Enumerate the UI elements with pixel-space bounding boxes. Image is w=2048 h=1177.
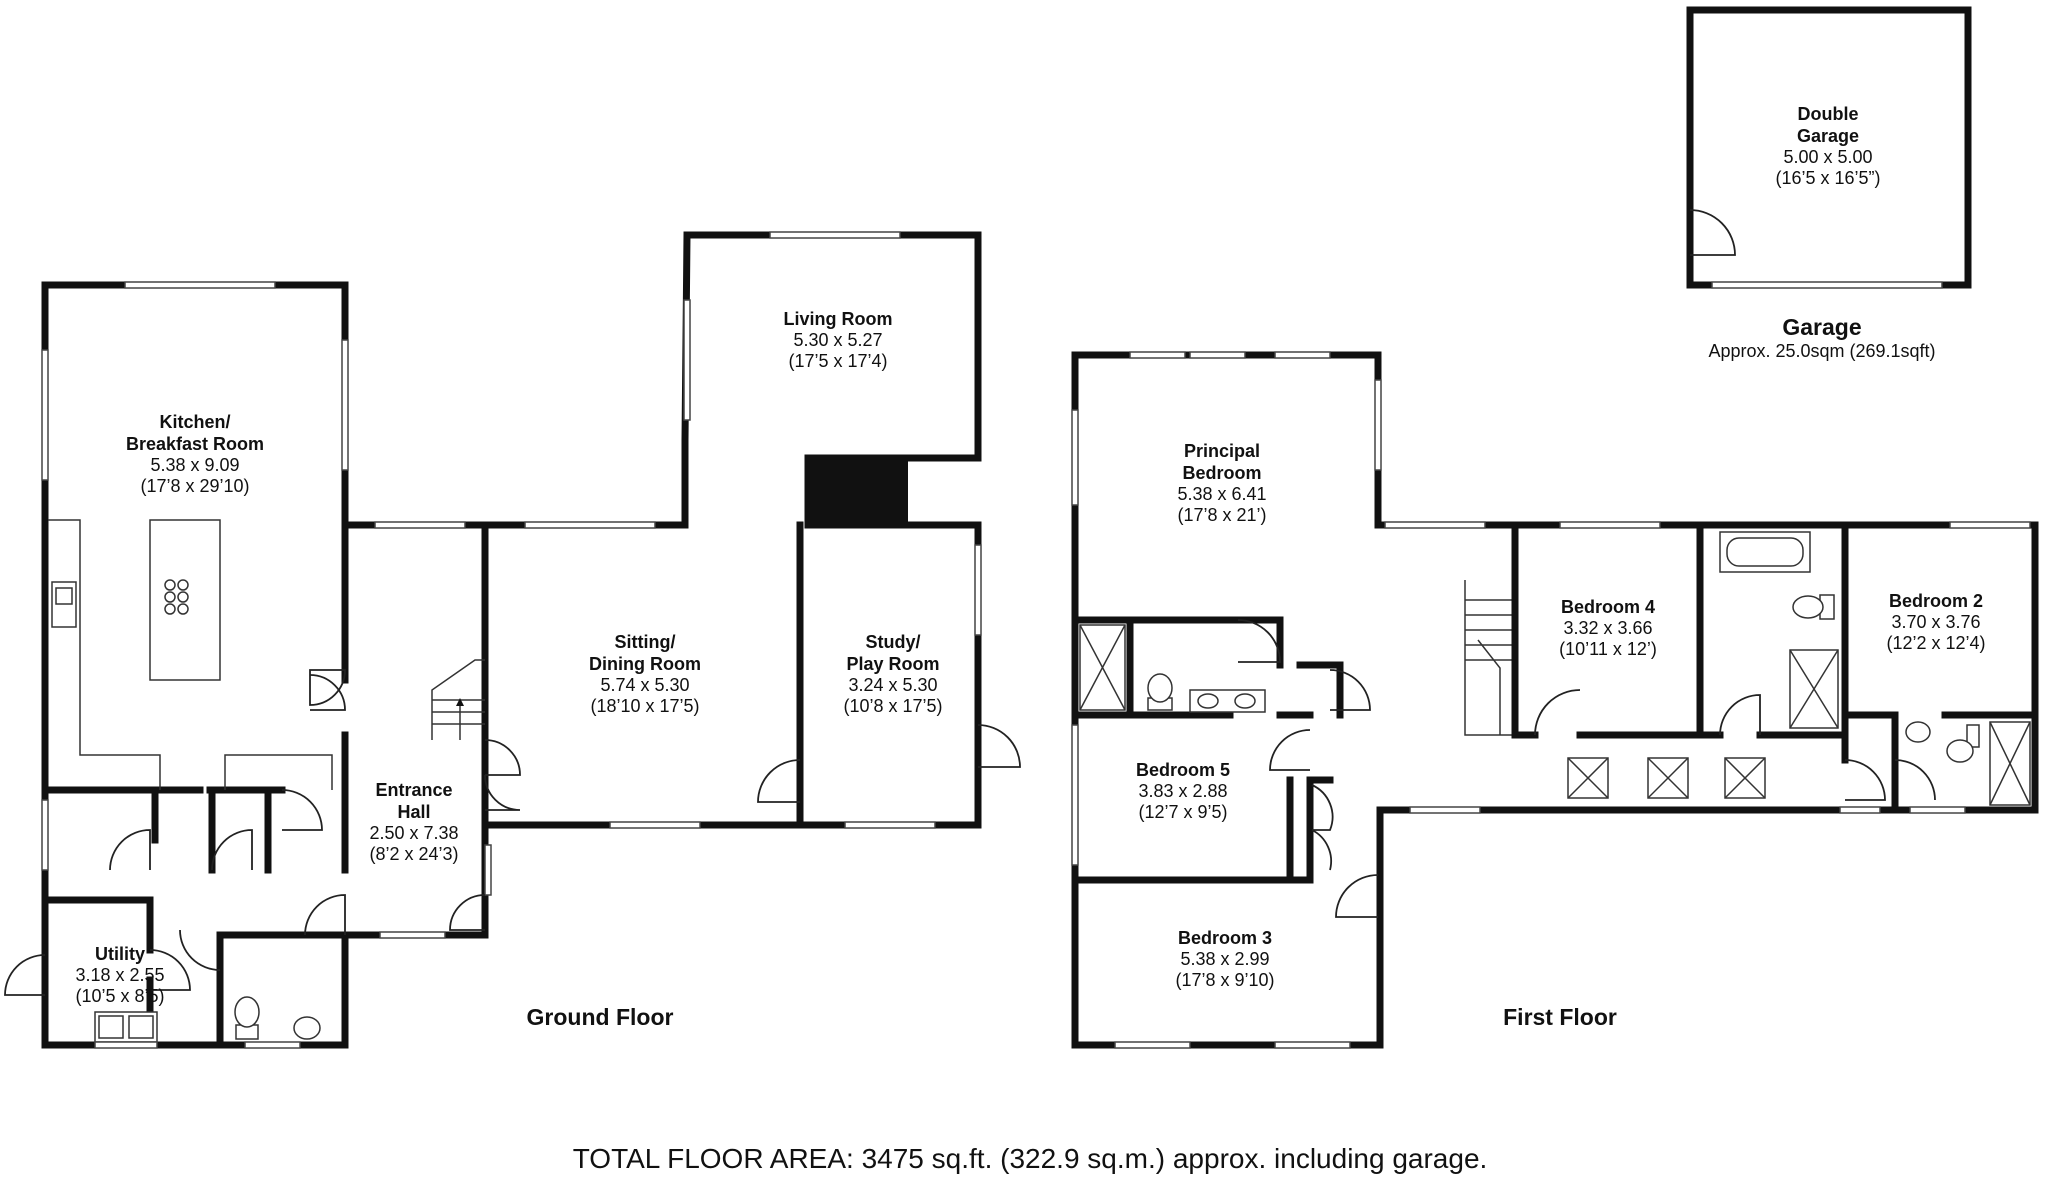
hob-icon: [164, 579, 189, 615]
svg-text:3.24 x 5.30: 3.24 x 5.30: [848, 675, 937, 695]
svg-text:(8’2 x 24’3): (8’2 x 24’3): [369, 844, 458, 864]
svg-text:5.38 x 9.09: 5.38 x 9.09: [150, 455, 239, 475]
total-floor-area: TOTAL FLOOR AREA: 3475 sq.ft. (322.9 sq.…: [573, 1143, 1488, 1174]
utility-sink-icon: [94, 1011, 158, 1043]
svg-text:3.70 x 3.76: 3.70 x 3.76: [1891, 612, 1980, 632]
svg-text:(17’8 x 29’10): (17’8 x 29’10): [140, 476, 249, 496]
first-floor-plan: [1071, 351, 2039, 1049]
svg-text:Study/: Study/: [865, 632, 920, 652]
room-label-bedroom-3: Bedroom 3 5.38 x 2.99 (17’8 x 9’10): [1175, 928, 1274, 990]
room-label-utility: Utility 3.18 x 2.55 (10’5 x 8’5): [75, 944, 164, 1006]
svg-text:Bedroom 3: Bedroom 3: [1178, 928, 1272, 948]
room-label-bedroom-4: Bedroom 4 3.32 x 3.66 (10’11 x 12’): [1559, 597, 1657, 659]
svg-text:Dining Room: Dining Room: [589, 654, 701, 674]
garage-plan: [1686, 6, 1972, 289]
svg-text:Sitting/: Sitting/: [615, 632, 676, 652]
svg-text:(10’11 x 12’): (10’11 x 12’): [1559, 639, 1657, 659]
svg-text:(17’5 x 17’4): (17’5 x 17’4): [788, 351, 887, 371]
svg-text:(17’8 x 21’): (17’8 x 21’): [1177, 505, 1266, 525]
shower-tray-icon: [1079, 624, 1126, 711]
ensuite-basins-icon: [1189, 689, 1266, 713]
svg-text:(10’5 x 8’5): (10’5 x 8’5): [75, 986, 164, 1006]
first-floor-label: First Floor: [1503, 1004, 1617, 1030]
svg-text:Double: Double: [1798, 104, 1859, 124]
kitchen-sink-icon: [51, 581, 77, 628]
svg-text:Bedroom: Bedroom: [1182, 463, 1261, 483]
svg-text:Entrance: Entrance: [375, 780, 452, 800]
svg-text:5.30 x 5.27: 5.30 x 5.27: [793, 330, 882, 350]
garage-title: Garage: [1782, 314, 1861, 340]
room-label-entrance-hall: Entrance Hall 2.50 x 7.38 (8’2 x 24’3): [369, 780, 458, 864]
garage-area: Approx. 25.0sqm (269.1sqft): [1708, 341, 1935, 361]
svg-text:5.38 x 2.99: 5.38 x 2.99: [1180, 949, 1269, 969]
svg-text:3.18 x 2.55: 3.18 x 2.55: [75, 965, 164, 985]
svg-text:(18’10 x 17’5): (18’10 x 17’5): [590, 696, 699, 716]
svg-text:Kitchen/: Kitchen/: [159, 412, 230, 432]
svg-text:(12’2 x 12’4): (12’2 x 12’4): [1886, 633, 1985, 653]
bathroom-toilet-icon: [1792, 594, 1835, 620]
room-label-bedroom-2: Bedroom 2 3.70 x 3.76 (12’2 x 12’4): [1886, 591, 1985, 653]
svg-text:Living Room: Living Room: [784, 309, 893, 329]
bedroom2-ensuite-fixtures: [1905, 721, 2031, 806]
svg-text:Garage: Garage: [1797, 126, 1859, 146]
svg-text:5.74 x 5.30: 5.74 x 5.30: [600, 675, 689, 695]
landing-stairs: [1464, 580, 1516, 736]
ground-floor-label: Ground Floor: [527, 1004, 674, 1030]
ensuite-toilet-icon: [1147, 673, 1173, 711]
svg-text:Bedroom 5: Bedroom 5: [1136, 760, 1230, 780]
svg-text:5.38 x 6.41: 5.38 x 6.41: [1177, 484, 1266, 504]
svg-text:(10’8 x 17’5): (10’8 x 17’5): [843, 696, 942, 716]
toilet-icon: [234, 996, 260, 1040]
svg-text:Utility: Utility: [95, 944, 145, 964]
svg-text:5.00 x 5.00: 5.00 x 5.00: [1783, 147, 1872, 167]
svg-text:3.83 x 2.88: 3.83 x 2.88: [1138, 781, 1227, 801]
svg-text:3.32 x 3.66: 3.32 x 3.66: [1563, 618, 1652, 638]
room-label-double-garage: Double Garage 5.00 x 5.00 (16’5 x 16’5”): [1775, 104, 1880, 188]
svg-text:2.50 x 7.38: 2.50 x 7.38: [369, 823, 458, 843]
bathroom-shower-icon: [1789, 649, 1839, 729]
svg-text:Principal: Principal: [1184, 441, 1260, 461]
ground-floor-plan: [4, 231, 1021, 1049]
svg-text:(16’5 x 16’5”): (16’5 x 16’5”): [1775, 168, 1880, 188]
skylight-icons: [1567, 757, 1766, 799]
room-label-kitchen: Kitchen/ Breakfast Room 5.38 x 9.09 (17’…: [126, 412, 264, 496]
room-label-living: Living Room 5.30 x 5.27 (17’5 x 17’4): [784, 309, 893, 371]
stairs: [431, 659, 485, 740]
room-label-study: Study/ Play Room 3.24 x 5.30 (10’8 x 17’…: [843, 632, 942, 716]
basin-icon: [293, 1016, 321, 1040]
svg-text:(12’7 x 9’5): (12’7 x 9’5): [1138, 802, 1227, 822]
svg-text:Bedroom 4: Bedroom 4: [1561, 597, 1655, 617]
bath-icon: [1719, 531, 1811, 573]
svg-text:(17’8 x 9’10): (17’8 x 9’10): [1175, 970, 1274, 990]
room-label-sitting: Sitting/ Dining Room 5.74 x 5.30 (18’10 …: [589, 632, 701, 716]
svg-text:Breakfast Room: Breakfast Room: [126, 434, 264, 454]
svg-text:Hall: Hall: [397, 802, 430, 822]
svg-text:Bedroom 2: Bedroom 2: [1889, 591, 1983, 611]
room-label-principal-bedroom: Principal Bedroom 5.38 x 6.41 (17’8 x 21…: [1177, 441, 1266, 525]
room-label-bedroom-5: Bedroom 5 3.83 x 2.88 (12’7 x 9’5): [1136, 760, 1230, 822]
svg-text:Play Room: Play Room: [846, 654, 939, 674]
fireplace: [808, 458, 908, 525]
